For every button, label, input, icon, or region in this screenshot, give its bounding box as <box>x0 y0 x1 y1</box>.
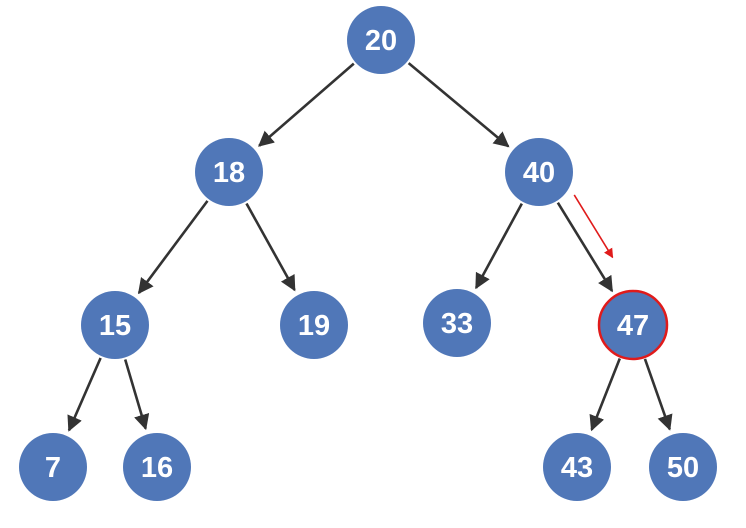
node-circle <box>19 433 87 501</box>
edge-20-40 <box>407 62 510 148</box>
tree-node-47: 47 <box>597 289 669 361</box>
node-circle <box>123 433 191 501</box>
node-label: 18 <box>213 157 245 189</box>
node-circle <box>505 138 573 206</box>
node-label: 47 <box>617 310 649 342</box>
tree-node-20: 20 <box>347 6 415 74</box>
tree-node-18: 18 <box>195 138 263 206</box>
tree-nodes: 20 18 40 15 19 33 47 7 16 43 50 <box>19 6 717 501</box>
node-circle <box>649 433 717 501</box>
node-label: 50 <box>667 452 699 484</box>
edge-47-50 <box>643 358 673 431</box>
tree-node-16: 16 <box>123 433 191 501</box>
edge-40-33 <box>474 203 523 290</box>
node-circle <box>423 289 491 357</box>
node-label: 15 <box>99 310 131 342</box>
highlight-path <box>573 194 614 259</box>
node-label: 16 <box>141 452 173 484</box>
edge-15-16 <box>123 359 150 431</box>
highlight-arrow <box>573 194 614 259</box>
node-label: 20 <box>365 25 397 57</box>
tree-node-33: 33 <box>423 289 491 357</box>
edge-47-43 <box>589 358 622 432</box>
edge-18-15 <box>137 200 209 295</box>
node-circle <box>597 289 669 361</box>
node-circle <box>195 138 263 206</box>
node-label: 19 <box>298 310 330 342</box>
tree-node-15: 15 <box>81 291 149 359</box>
node-label: 33 <box>441 308 473 340</box>
node-label: 40 <box>523 157 555 189</box>
node-circle <box>543 433 611 501</box>
node-label: 43 <box>561 452 593 484</box>
edge-20-18 <box>258 62 355 147</box>
node-label: 7 <box>45 452 61 484</box>
tree-node-50: 50 <box>649 433 717 501</box>
tree-node-43: 43 <box>543 433 611 501</box>
tree-node-19: 19 <box>280 291 348 359</box>
edge-15-7 <box>67 357 102 432</box>
tree-node-40: 40 <box>505 138 573 206</box>
edge-18-19 <box>245 202 296 292</box>
tree-edges <box>67 62 673 432</box>
tree-node-7: 7 <box>19 433 87 501</box>
node-circle <box>280 291 348 359</box>
edge-40-47 <box>556 201 614 293</box>
node-circle <box>347 6 415 74</box>
node-circle <box>81 291 149 359</box>
